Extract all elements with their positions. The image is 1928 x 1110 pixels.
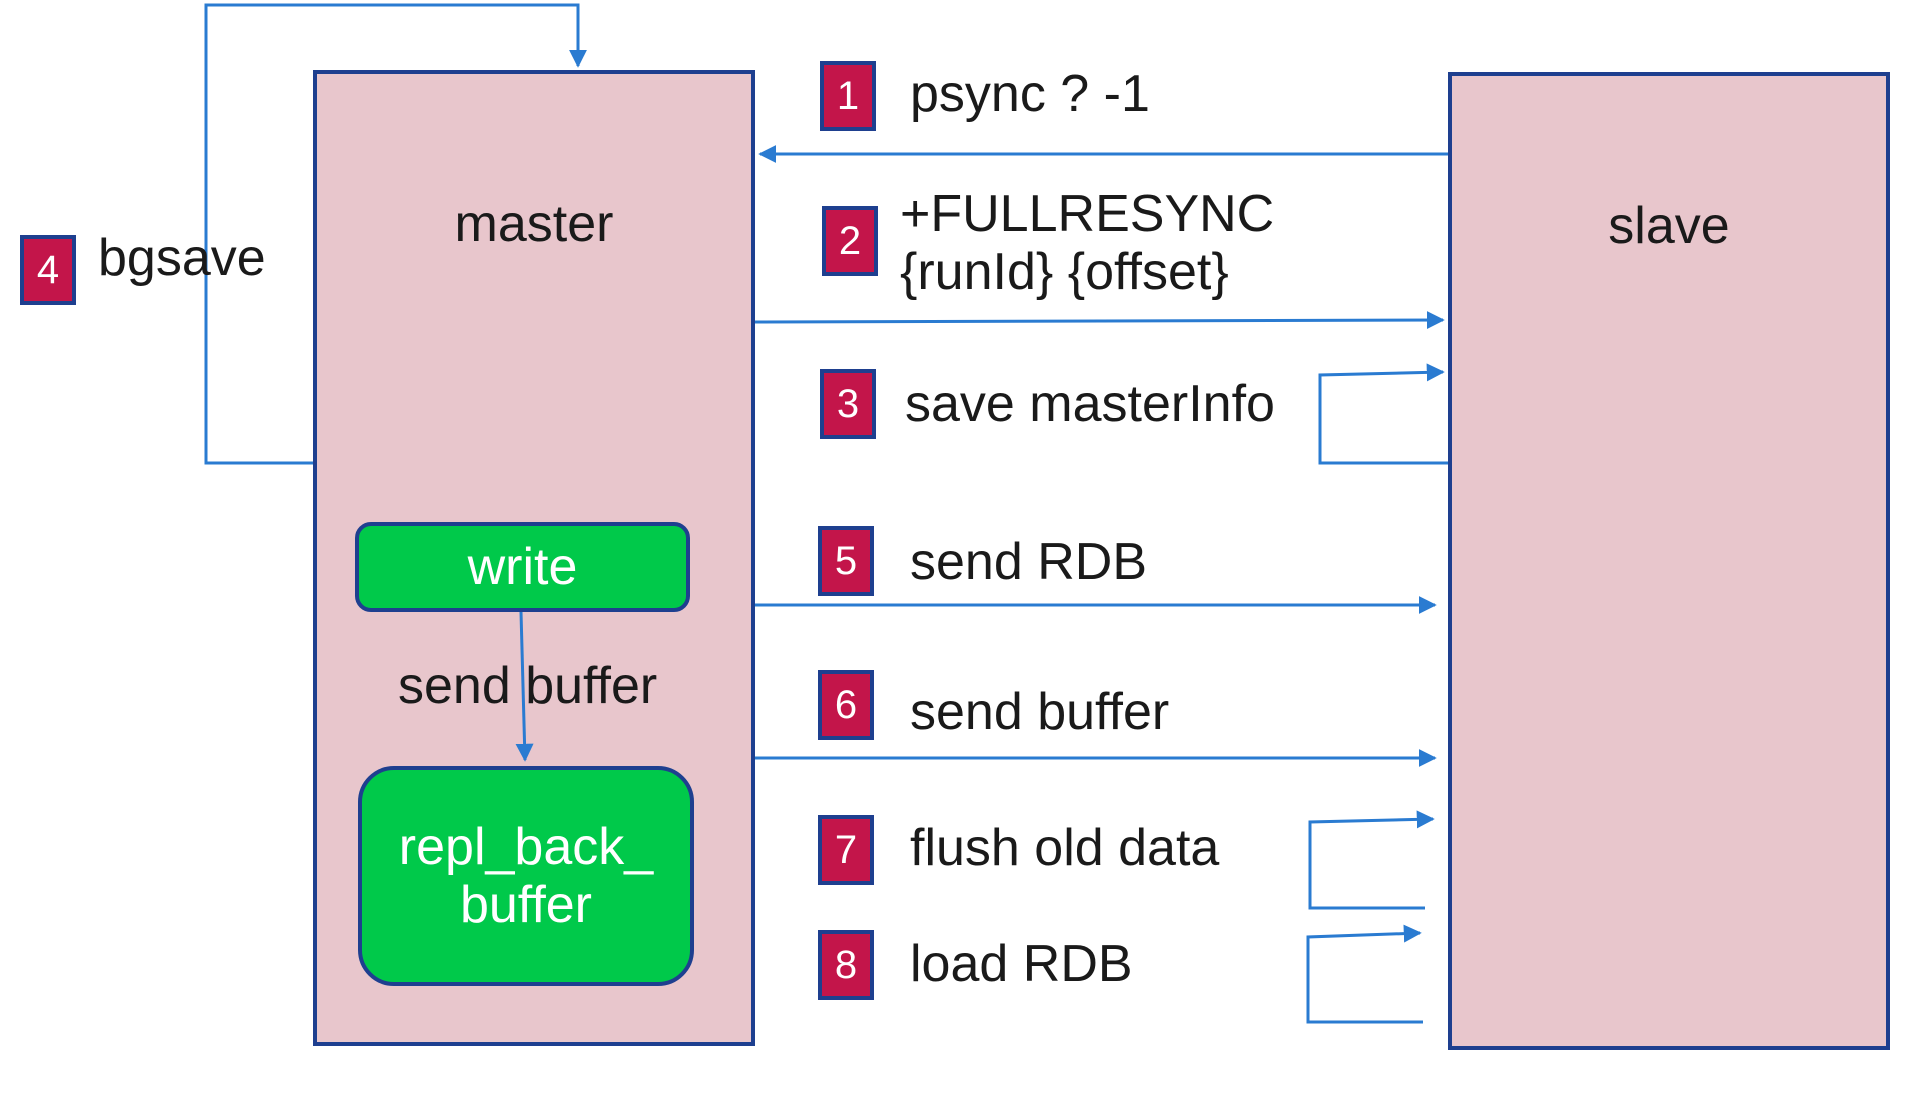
save-masterinfo-loop-arrow: [1318, 363, 1448, 465]
repl-back-buffer-box: repl_back_ buffer: [358, 766, 694, 986]
write-to-buffer-arrow: [515, 611, 534, 762]
repl-back-buffer-line2: buffer: [459, 876, 592, 934]
step-4-badge: 4: [20, 235, 76, 305]
step-7-badge: 7: [818, 815, 874, 885]
step-2-label: +FULLRESYNC {runId} {offset}: [900, 185, 1274, 301]
step-4-label: bgsave: [98, 229, 266, 287]
master-title: master: [454, 195, 614, 253]
internal-send-buffer-label: send buffer: [398, 657, 658, 715]
step-8-badge: 8: [818, 930, 874, 1000]
write-box: write: [355, 522, 690, 612]
step-1-label: psync ? -1: [910, 65, 1150, 123]
step-8-label: load RDB: [910, 935, 1133, 993]
fullresync-arrow: [754, 311, 1445, 330]
step-3-label: save masterInfo: [905, 375, 1275, 433]
step-2-label-line1: +FULLRESYNC: [900, 185, 1275, 243]
write-label: write: [467, 537, 578, 596]
slave-title: slave: [1608, 197, 1730, 255]
step-7-label: flush old data: [910, 819, 1220, 877]
step-3-badge: 3: [820, 369, 876, 439]
step-6-badge: 6: [818, 670, 874, 740]
load-rdb-loop-arrow: [1306, 924, 1423, 1024]
bgsave-loop-arrow: [204, 3, 587, 465]
repl-back-buffer-line1: repl_back_: [398, 817, 654, 876]
step-5-badge: 5: [818, 526, 874, 596]
slave-box: slave: [1448, 72, 1890, 1050]
flush-old-data-loop-arrow: [1308, 810, 1435, 910]
step-6-label: send buffer: [910, 683, 1170, 741]
step-2-label-line2: {runId} {offset}: [900, 243, 1229, 301]
step-1-badge: 1: [820, 61, 876, 131]
step-2-badge: 2: [822, 206, 878, 276]
step-5-label: send RDB: [910, 533, 1147, 591]
